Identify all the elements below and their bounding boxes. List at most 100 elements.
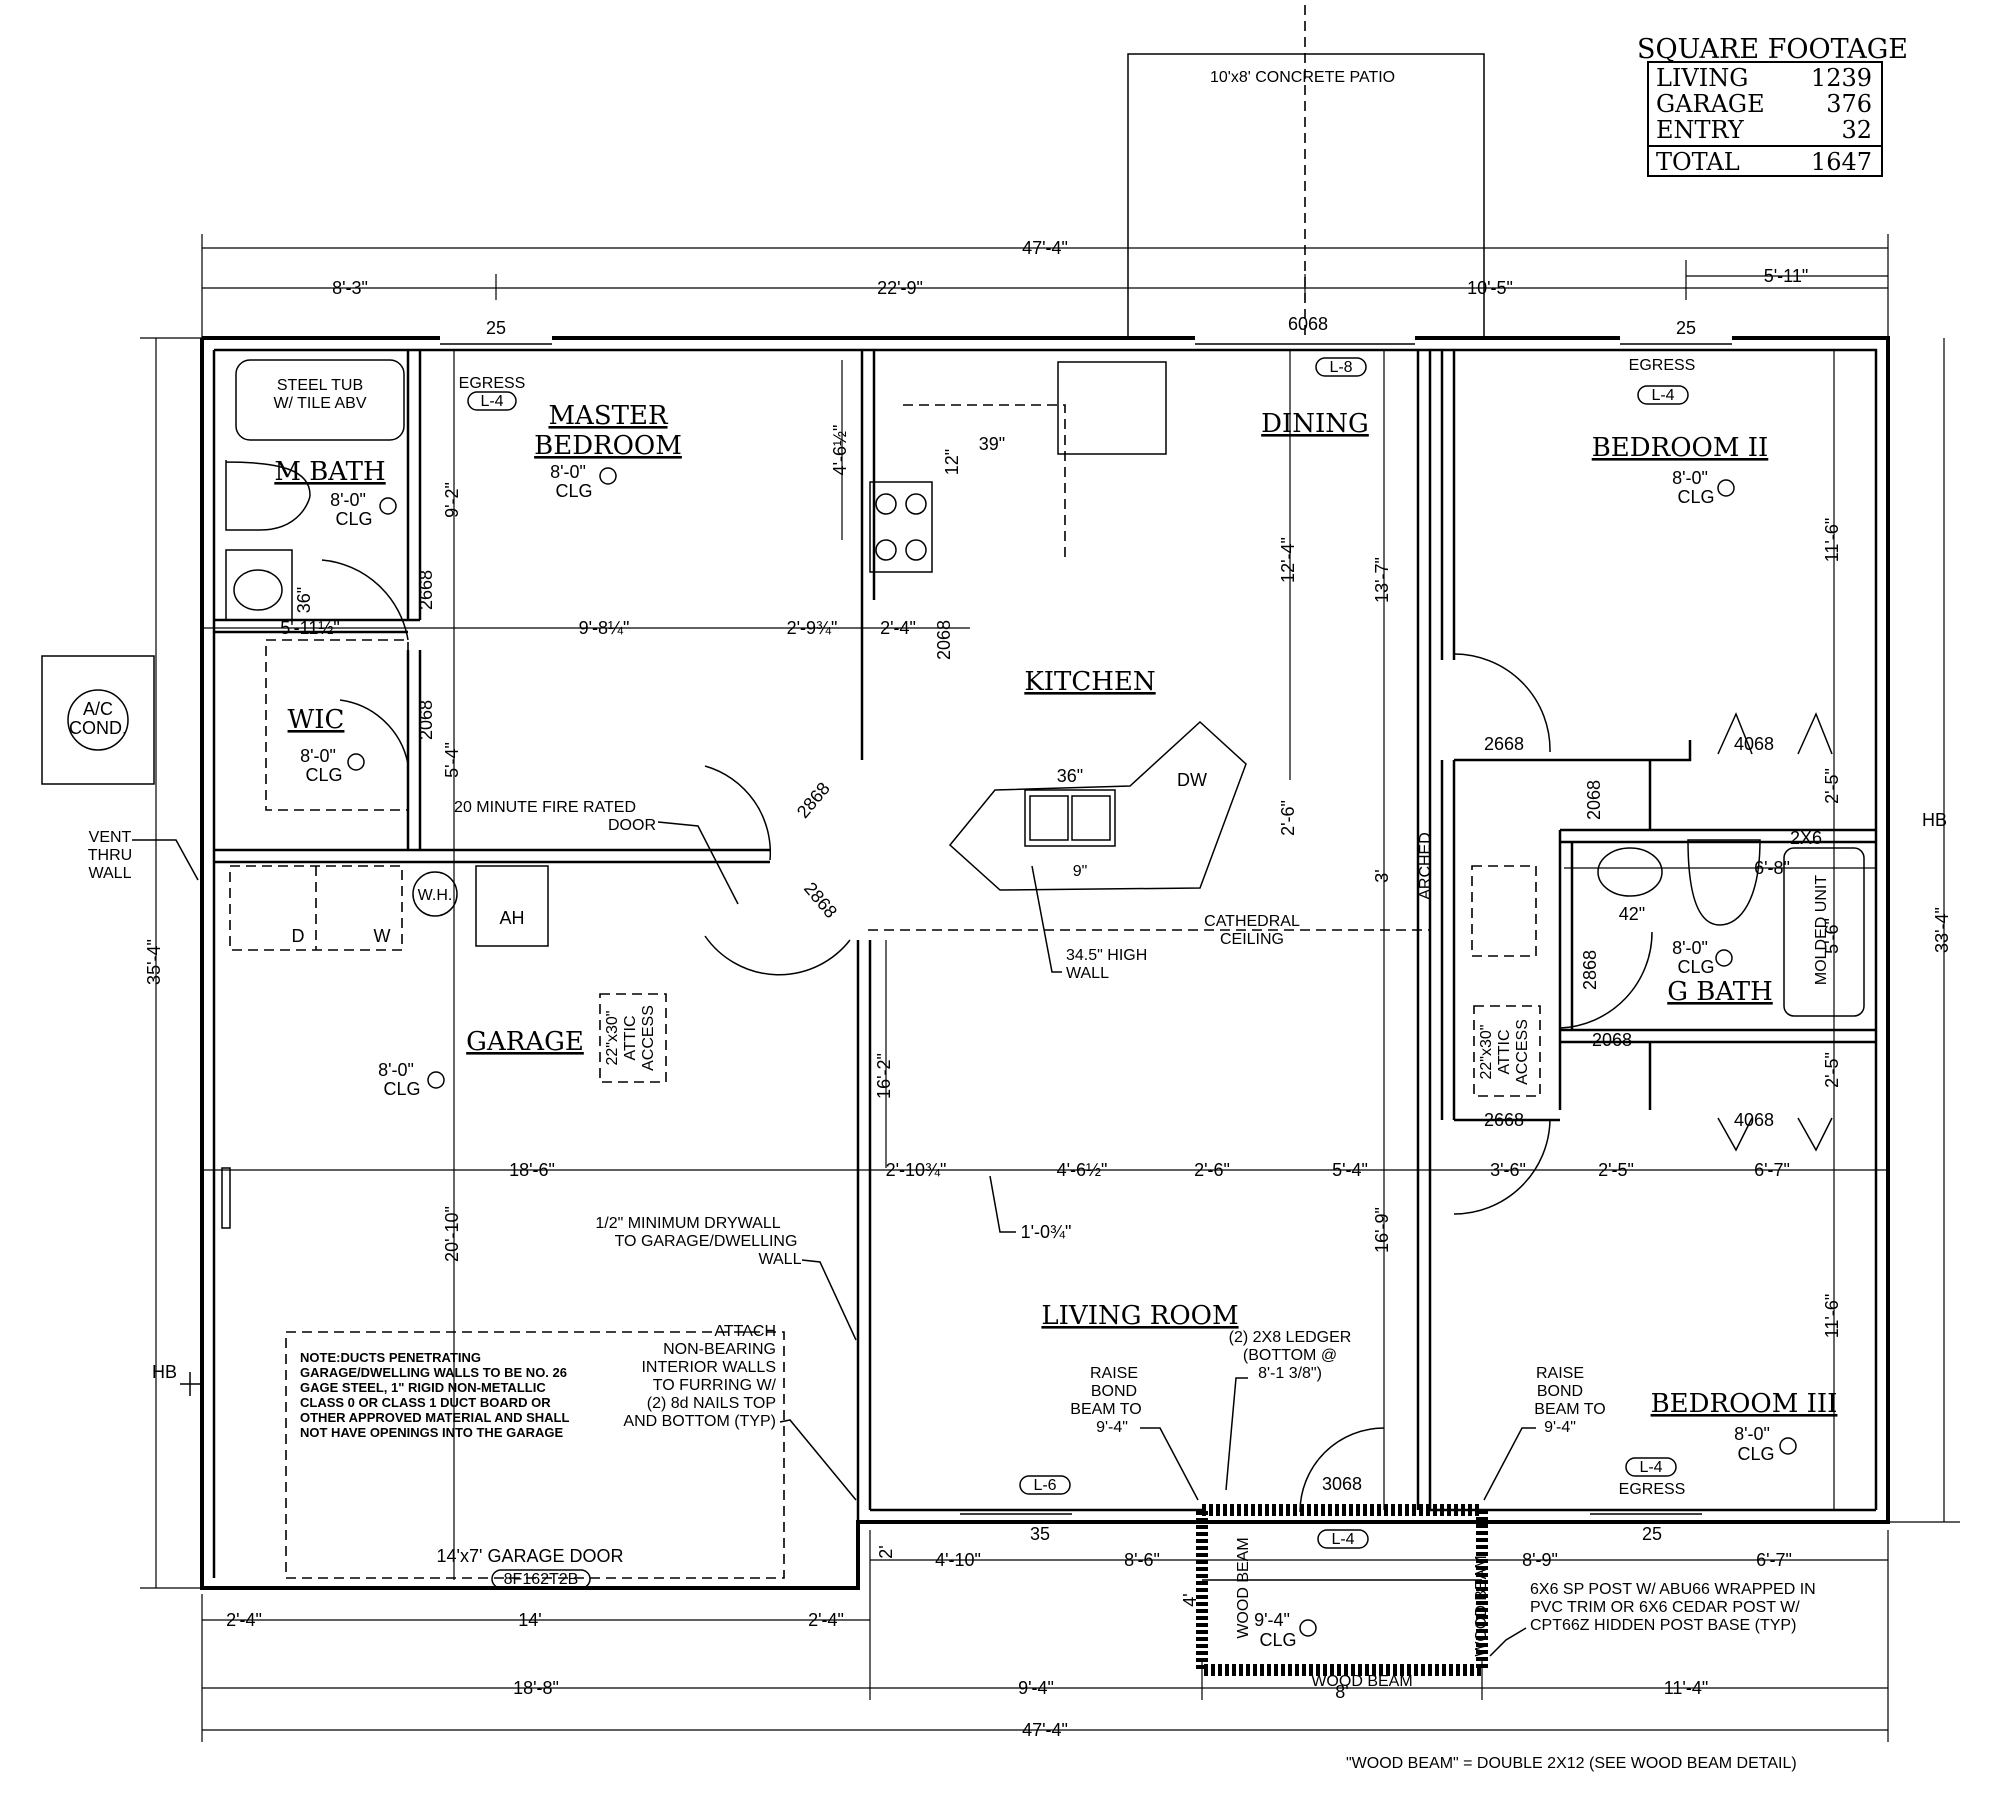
dimension-text: 47'-4" 8'-3" 22'-9" 10'-5" 5'-11" 35'-4"…	[144, 238, 1952, 1740]
dim-top-8-3: 8'-3"	[332, 278, 368, 298]
raise-bond-right-3: BEAM TO	[1534, 1401, 1605, 1418]
door-4068-b: 4068	[1734, 1110, 1774, 1130]
arched-label: ARCHED	[1417, 832, 1434, 900]
raise-bond-right-2: BOND	[1537, 1383, 1583, 1400]
door-2868-b: 2868	[800, 878, 841, 922]
tag-l4-master: L-4	[480, 393, 503, 410]
toilet-icon	[225, 460, 311, 531]
washer-label: W	[374, 926, 391, 946]
dim-wic-5-4: 5'-4"	[442, 742, 462, 778]
ac-condenser: A/C COND.	[41, 655, 155, 785]
door-2668-bedroom-ii: 2668	[1484, 734, 1524, 754]
air-handler-icon	[475, 865, 549, 947]
ducts-note-1: NOTE:DUCTS PENETRATING	[300, 1350, 481, 1365]
attach-note-4: TO FURRING W/	[653, 1377, 777, 1394]
door-2068-closet: 2068	[1592, 1030, 1632, 1050]
hb-left-label: HB	[152, 1362, 177, 1382]
ceiling-height-porch: 9'-4"	[1254, 1610, 1290, 1630]
dim-right-33-4: 33'-4"	[1932, 907, 1952, 953]
exterior-walls	[200, 335, 1890, 1590]
dim-d-16-9: 16'-9"	[1372, 1207, 1392, 1253]
dashed-elements	[229, 404, 1541, 1579]
raise-bond-right-4: 9'-4"	[1544, 1419, 1576, 1436]
concrete-patio: 10'x8' CONCRETE PATIO	[1127, 5, 1485, 340]
garage-door-label: 14'x7' GARAGE DOOR 8F162T2B	[437, 1546, 624, 1589]
dim-bot-4-10: 4'-10"	[935, 1550, 981, 1570]
dim-bot-2-4a: 2'-4"	[226, 1610, 262, 1630]
front-porch: WOOD BEAM WOOD BEAM WOOD BEAM	[1196, 1504, 1490, 1690]
dim-row2-1-0: 1'-0¾"	[1021, 1222, 1072, 1242]
attach-note-2: NON-BEARING	[663, 1341, 776, 1358]
dim-row2-3-6: 3'-6"	[1490, 1160, 1526, 1180]
dim-top-5-11: 5'-11"	[1764, 266, 1809, 286]
ceiling-marker-garage: 8'-0" CLG	[378, 1060, 445, 1099]
egress-bedroom-ii: EGRESS	[1629, 357, 1696, 374]
master-bedroom-label-1: MASTER	[548, 401, 669, 431]
clg-mbath: CLG	[335, 509, 372, 529]
post-note-1: 6X6 SP POST W/ ABU66 WRAPPED IN	[1530, 1581, 1816, 1598]
fire-door-label-2: DOOR	[608, 817, 656, 834]
garage-door-code: 8F162T2B	[504, 1571, 579, 1588]
living-room-label: LIVING ROOM	[1041, 1301, 1238, 1331]
attic-garage-2: ATTIC	[622, 1015, 639, 1060]
misc-labels: 20 MINUTE FIRE RATED DOOR VENT THRU WALL…	[88, 766, 1947, 1396]
fire-door-label-1: 20 MINUTE FIRE RATED	[454, 799, 636, 816]
sf-total-value: 1647	[1811, 148, 1872, 176]
raise-bond-left: RAISE BOND BEAM TO 9'-4"	[1070, 1365, 1199, 1501]
double-sink-icon	[1024, 789, 1116, 847]
dim-b3-11-6: 11'-6"	[1822, 1294, 1842, 1339]
dim-garage-20-10: 20'-10"	[442, 1206, 462, 1262]
molded-unit-label: MOLDED UNIT	[1813, 875, 1830, 985]
dim-bot-total: 47'-4"	[1022, 1720, 1068, 1740]
kitchen-island	[948, 720, 1247, 891]
attach-note-6: AND BOTTOM (TYP)	[623, 1413, 776, 1430]
door-2068-pantry: 2068	[934, 620, 954, 660]
air-handler-label: AH	[499, 908, 524, 928]
dim-row1-5-11: 5'-11½"	[280, 618, 340, 638]
tag-l8-dining: L-8	[1329, 359, 1352, 376]
dim-b2-11-6: 11'-6"	[1822, 518, 1842, 563]
door-2668-bedroom-iii: 2668	[1484, 1110, 1524, 1130]
kitchen-label: KITCHEN	[1024, 667, 1155, 697]
wic-label: WIC	[288, 705, 345, 735]
garage-door-size: 14'x7' GARAGE DOOR	[437, 1546, 624, 1566]
dim-row2-2-6: 2'-6"	[1194, 1160, 1230, 1180]
ceiling-marker-bedroom-iii: 8'-0" CLG	[1734, 1424, 1797, 1464]
clg-bedroom-iii: CLG	[1737, 1444, 1774, 1464]
dim-row1-36: 36"	[294, 587, 314, 613]
clg-bedroom-ii: CLG	[1677, 487, 1714, 507]
door-codes: 25 6068 25 2668 2068 2068 2868 2868 2668…	[416, 314, 1822, 1544]
attach-note-3: INTERIOR WALLS	[641, 1359, 776, 1376]
dim-row2-2-5: 2'-5"	[1598, 1160, 1634, 1180]
ceiling-height-mbath: 8'-0"	[330, 490, 366, 510]
dim-row2-6-7: 6'-7"	[1754, 1160, 1790, 1180]
sf-garage-label: GARAGE	[1656, 90, 1765, 118]
clg-gbath: CLG	[1677, 957, 1714, 977]
dim-bot-11-4: 11'-4"	[1664, 1678, 1709, 1698]
raise-bond-left-1: RAISE	[1090, 1365, 1138, 1382]
ledger-note-2: (BOTTOM @	[1243, 1347, 1337, 1364]
tag-l4-bedroom-iii: L-4	[1639, 1459, 1662, 1476]
ceiling-height-wic: 8'-0"	[300, 746, 336, 766]
drywall-note-1: 1/2" MINIMUM DRYWALL	[595, 1215, 780, 1232]
dim-bot-14: 14'	[518, 1610, 541, 1630]
raise-bond-right: RAISE BOND BEAM TO 9'-4"	[1483, 1365, 1606, 1501]
clg-porch: CLG	[1259, 1630, 1296, 1650]
ceiling-marker-porch: 9'-4" CLG	[1254, 1610, 1317, 1650]
ceiling-marker-mbath: 8'-0" CLG	[330, 490, 397, 529]
cathedral-label-1: CATHEDRAL	[1204, 913, 1300, 930]
dim-bot-8-6: 8'-6"	[1124, 1550, 1160, 1570]
tag-l4-porch: L-4	[1331, 1531, 1354, 1548]
ledger-note: (2) 2X8 LEDGER (BOTTOM @ 8'-1 3/8")	[1225, 1329, 1351, 1491]
nine-inch-label: 9"	[1073, 863, 1088, 880]
dim-row2-5-4: 5'-4"	[1332, 1160, 1368, 1180]
vent-label-1: VENT	[89, 829, 132, 846]
sf-entry-value: 32	[1841, 116, 1872, 144]
ceiling-markers: 8'-0" CLG 8'-0" CLG 8'-0" CLG 8'-0" CLG …	[300, 462, 1797, 1650]
dim-d-16-2: 16'-2"	[874, 1053, 894, 1099]
gbath-toilet-icon	[1687, 839, 1761, 926]
high-wall-label-1: 34.5" HIGH	[1066, 947, 1147, 964]
raise-bond-left-2: BOND	[1091, 1383, 1137, 1400]
dim-row2-18-6: 18'-6"	[509, 1160, 555, 1180]
door-2868-a: 2868	[793, 778, 834, 822]
